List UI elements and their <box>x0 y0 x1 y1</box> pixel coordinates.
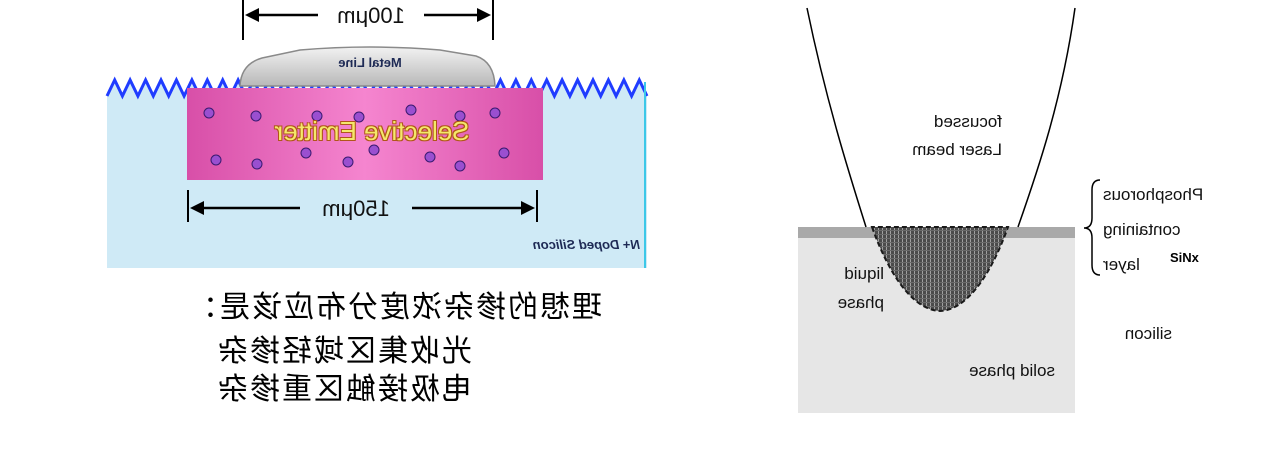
layer-brace <box>1083 179 1101 276</box>
dopant-dot <box>251 158 263 170</box>
caption-line-3: 电极接触区重掺杂 <box>216 373 472 406</box>
laser-beam-label: focussed Laser beam <box>886 108 1002 164</box>
dimension-100um <box>242 0 494 40</box>
sinx-label: SiNx <box>1170 250 1199 265</box>
dopant-dot <box>203 107 215 119</box>
layer-label-line-1: Phosphorous <box>1103 185 1204 204</box>
dopant-dot <box>454 110 466 122</box>
dim-top-label: 100μm <box>337 3 405 28</box>
dopant-dot <box>498 147 510 159</box>
dopant-dot <box>353 111 365 123</box>
dopant-dot <box>454 160 466 172</box>
dimension-150um <box>187 190 538 222</box>
laser-doping-diagram <box>798 7 1101 413</box>
dopant-dot <box>300 147 312 159</box>
liquid-phase-label-line-1: liquid <box>844 264 884 283</box>
selective-emitter-region <box>187 88 543 180</box>
dopant-dot <box>368 144 380 156</box>
molten-region <box>870 226 1010 313</box>
liquid-phase-label: liquid phase <box>824 259 884 317</box>
phosphorous-layer-label: Phosphorous containing layer <box>1103 177 1243 282</box>
metal-line-label: Metal Line <box>338 55 402 70</box>
caption-line-1: 理想的掺杂浓度分布应该是： <box>186 291 602 324</box>
dopant-dot <box>342 156 354 168</box>
selective-emitter-diagram <box>105 0 649 268</box>
dopant-dot <box>311 110 323 122</box>
dopant-dots <box>203 104 510 172</box>
dim-bottom-left-arrowhead <box>190 201 204 215</box>
layer-label-line-2: containing <box>1103 220 1181 239</box>
selective-emitter-label: Selective Emitter <box>274 116 470 146</box>
liquid-phase-label-line-2: phase <box>837 293 884 312</box>
dopant-dot <box>405 104 417 116</box>
silicon-label: silicon <box>1124 324 1172 343</box>
metal-line-contact <box>239 46 496 87</box>
laser-beam-label-line-2: Laser beam <box>912 140 1002 159</box>
dopant-dot <box>250 110 262 122</box>
dopant-dot <box>210 154 222 166</box>
laser-beam-right-edge <box>1017 7 1076 228</box>
dim-bottom-right-arrowhead <box>521 201 535 215</box>
laser-beam-left-edge <box>806 7 867 228</box>
laser-beam-label-line-1: focussed <box>933 112 1002 131</box>
dim-bottom-label: 150μm <box>322 196 390 221</box>
dim-top-left-arrowhead <box>245 8 259 22</box>
solid-phase-label: solid phase <box>968 361 1055 380</box>
dopant-dot <box>489 107 501 119</box>
dopant-dot <box>424 151 436 163</box>
dim-top-right-arrowhead <box>477 8 491 22</box>
substrate-label: N+ Doped Silicon <box>532 237 640 252</box>
